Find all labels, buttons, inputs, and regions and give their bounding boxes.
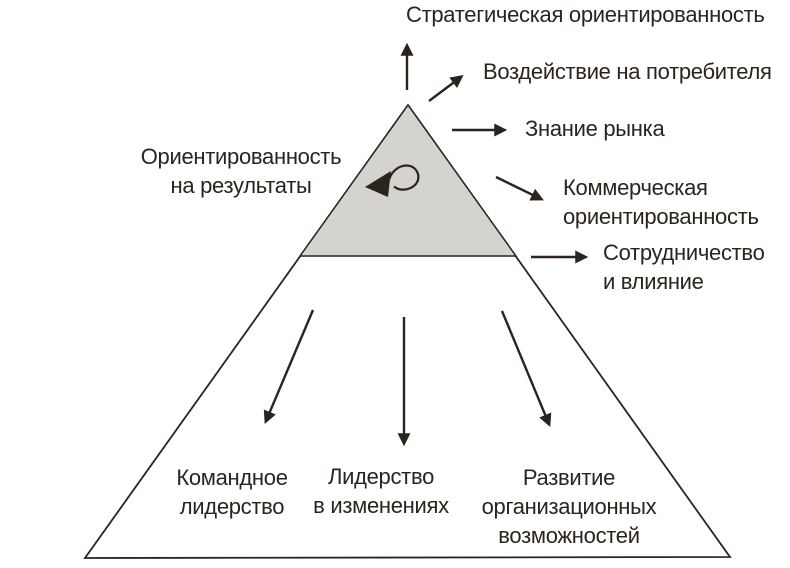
- label-team-leadership: Командное лидерство: [176, 465, 288, 519]
- label-change-leadership: Лидерство в изменениях: [313, 464, 449, 518]
- label-consumer-impact: Воздействие на потребителя: [483, 59, 772, 84]
- label-market-knowledge: Знание рынка: [525, 116, 665, 141]
- team-arrow-icon: [263, 309, 315, 424]
- label-results-orientation: Ориентированность на результаты: [140, 144, 342, 198]
- commercial-arrow-icon: [495, 175, 544, 201]
- label-commercial-orientation: Коммерческая ориентированность: [563, 175, 759, 229]
- label-strategic-orientation: Стратегическая ориентированность: [406, 2, 765, 27]
- pyramid-outline: [83, 103, 732, 559]
- label-org-capability: Развитие организационных возможностей: [481, 465, 657, 548]
- rotation-arrow-icon: [365, 164, 420, 197]
- pyramid-apex-section: [298, 103, 518, 257]
- label-cooperation-influence: Сотрудничество и влияние: [603, 240, 765, 294]
- org-arrow-icon: [500, 310, 552, 428]
- consumer-arrow-icon: [428, 75, 464, 102]
